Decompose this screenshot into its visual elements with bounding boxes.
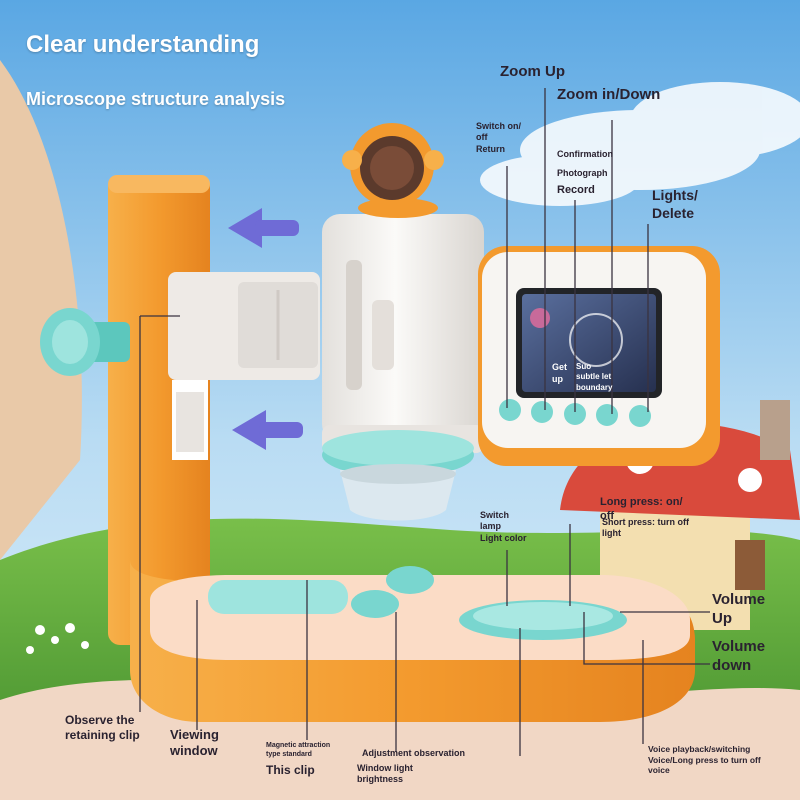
label-long-press: Long press: on/ off xyxy=(600,496,683,522)
label-volume-up: Volume Up xyxy=(712,591,766,627)
zoom-up-button[interactable] xyxy=(531,401,553,423)
label-zoom-in-down: Zoom in/Down xyxy=(557,86,661,103)
label-switch-on-off: Switch on/ off Return xyxy=(476,121,521,154)
flower-icon xyxy=(26,623,89,654)
cloud xyxy=(480,82,800,206)
microscope-base xyxy=(130,560,695,722)
label-window-light: Window light brightness xyxy=(357,763,413,785)
label-viewing-window: Viewing window xyxy=(170,727,219,759)
zoom-down-button[interactable] xyxy=(596,404,618,426)
confirm-button[interactable] xyxy=(564,403,586,425)
lights-button[interactable] xyxy=(629,405,651,427)
label-this-clip: This clip xyxy=(266,763,315,777)
left-rock xyxy=(0,60,82,560)
callout-lines xyxy=(139,88,710,756)
label-photograph: Photograph xyxy=(557,168,608,178)
headline-subtitle: Microscope structure analysis xyxy=(26,89,286,109)
screen-buttons xyxy=(499,399,651,427)
power-button[interactable] xyxy=(499,399,521,421)
label-short-press: Short press: turn off light xyxy=(602,517,689,539)
label-switch-lamp: Switch lamp Light color xyxy=(480,510,527,543)
label-magnetic: Magnetic attraction type standard xyxy=(266,742,331,758)
down-arrow-icon xyxy=(232,410,303,450)
screen-unit xyxy=(478,246,720,466)
screen-text-get-up: Get up xyxy=(552,362,568,384)
label-volume-down: Volume down xyxy=(712,638,766,674)
label-confirmation: Confirmation xyxy=(557,149,613,159)
label-zoom-up: Zoom Up xyxy=(500,63,565,80)
label-lights-delete: Lights/ Delete xyxy=(652,187,698,221)
up-arrow-icon xyxy=(228,208,299,248)
microscope-pillar xyxy=(108,175,210,645)
scope-holder xyxy=(168,272,320,380)
astronaut-helmet-icon xyxy=(342,123,444,218)
label-record: Record xyxy=(557,184,595,196)
label-adjustment: Adjustment observation xyxy=(362,748,466,758)
label-voice-playback: Voice playback/switching Voice/Long pres… xyxy=(648,744,761,776)
headline-title: Clear understanding xyxy=(26,31,260,58)
microscope-body xyxy=(322,214,484,521)
focus-knob-icon[interactable] xyxy=(40,308,130,376)
label-observe-clip: Observe the retaining clip xyxy=(65,713,140,742)
screen-text-suo: Suo subtle let boundary xyxy=(576,362,613,392)
